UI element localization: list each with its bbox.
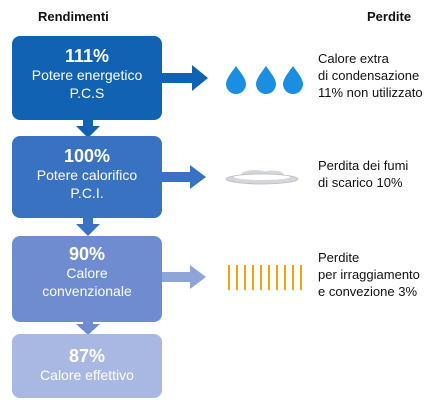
box-3-line-1: Calore [66,265,108,281]
box-1-line-1: Potere energetico [31,67,143,83]
header-rendimenti: Rendimenti [38,9,109,24]
box-4-percent: 87% [68,346,106,366]
right-arrow-3-icon [162,265,206,289]
loss-3-line-2: per irraggiamento [318,267,420,282]
box-2-line-2: P.C.I. [70,185,104,201]
loss-irraggiamento: Perdite per irraggiamento e convezione 3… [318,249,420,300]
down-arrow-2-icon [76,217,100,236]
loss-2-line-1: Perdita dei fumi [318,158,409,173]
water-drops-icon [226,66,303,94]
box-calore-effettivo: 87% Calore effettivo [12,334,162,398]
heat-lines-icon [228,265,302,290]
box-1-line-2: P.C.S [69,85,105,101]
loss-2-line-2: di scarico 10% [318,175,403,190]
loss-condensazione: Calore extra di condensazione 11% non ut… [318,50,423,101]
down-arrow-1-icon [76,119,100,138]
box-potere-energetico: 111% Potere energetico P.C.S [12,36,162,120]
box-1-percent: 111% [64,46,110,66]
box-calore-convenzionale: 90% Calore convenzionale [12,236,162,322]
right-arrow-2-icon [162,165,206,189]
loss-fumi-scarico: Perdita dei fumi di scarico 10% [318,157,408,191]
right-arrow-1-icon [162,65,208,91]
loss-1-line-1: Calore extra [318,51,389,66]
loss-1-line-2: di condensazione [318,68,420,83]
box-3-line-2: convenzionale [42,283,132,299]
box-2-percent: 100% [63,146,111,166]
header-perdite: Perdite [367,9,412,24]
box-potere-calorifico: 100% Potere calorifico P.C.I. [12,136,162,218]
down-arrow-3-icon [76,321,100,335]
cloud-icon [225,170,299,185]
box-4-line-1: Calore effettivo [40,367,134,383]
loss-3-line-3: e convezione 3% [318,284,418,299]
box-2-line-1: Potere calorifico [36,167,138,183]
box-3-percent: 90% [68,244,106,264]
loss-1-line-3: 11% non utilizzato [318,85,423,100]
loss-3-line-1: Perdite [318,250,360,265]
